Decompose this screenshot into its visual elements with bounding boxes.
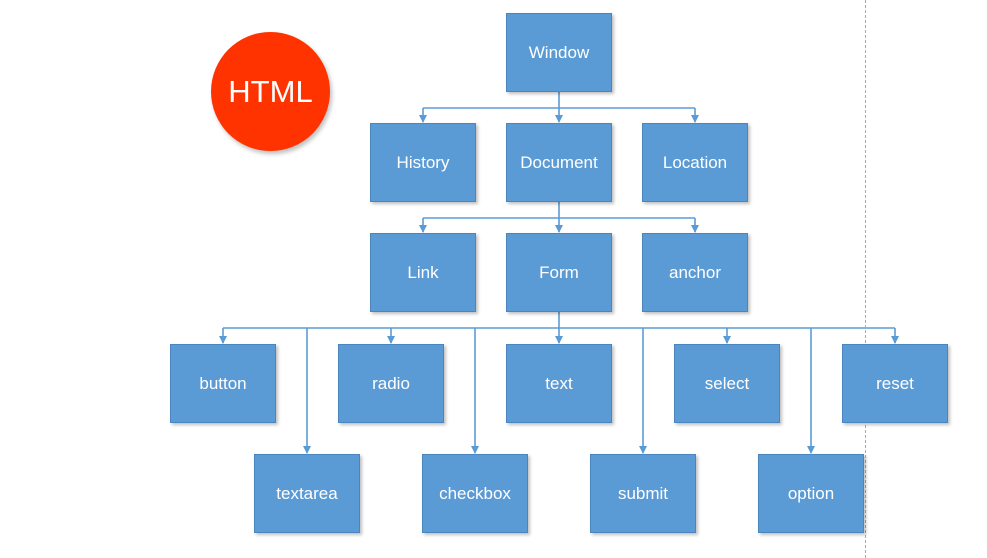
node-window: Window (506, 13, 612, 92)
node-anchor: anchor (642, 233, 748, 312)
dashed-guide-line (865, 0, 866, 558)
node-reset: reset (842, 344, 948, 423)
node-textarea: textarea (254, 454, 360, 533)
node-radio: radio (338, 344, 444, 423)
node-form: Form (506, 233, 612, 312)
html-badge: HTML (211, 32, 330, 151)
node-document: Document (506, 123, 612, 202)
node-select: select (674, 344, 780, 423)
node-link: Link (370, 233, 476, 312)
node-history: History (370, 123, 476, 202)
node-checkbox: checkbox (422, 454, 528, 533)
node-text: text (506, 344, 612, 423)
node-submit: submit (590, 454, 696, 533)
node-location: Location (642, 123, 748, 202)
node-option: option (758, 454, 864, 533)
node-button: button (170, 344, 276, 423)
